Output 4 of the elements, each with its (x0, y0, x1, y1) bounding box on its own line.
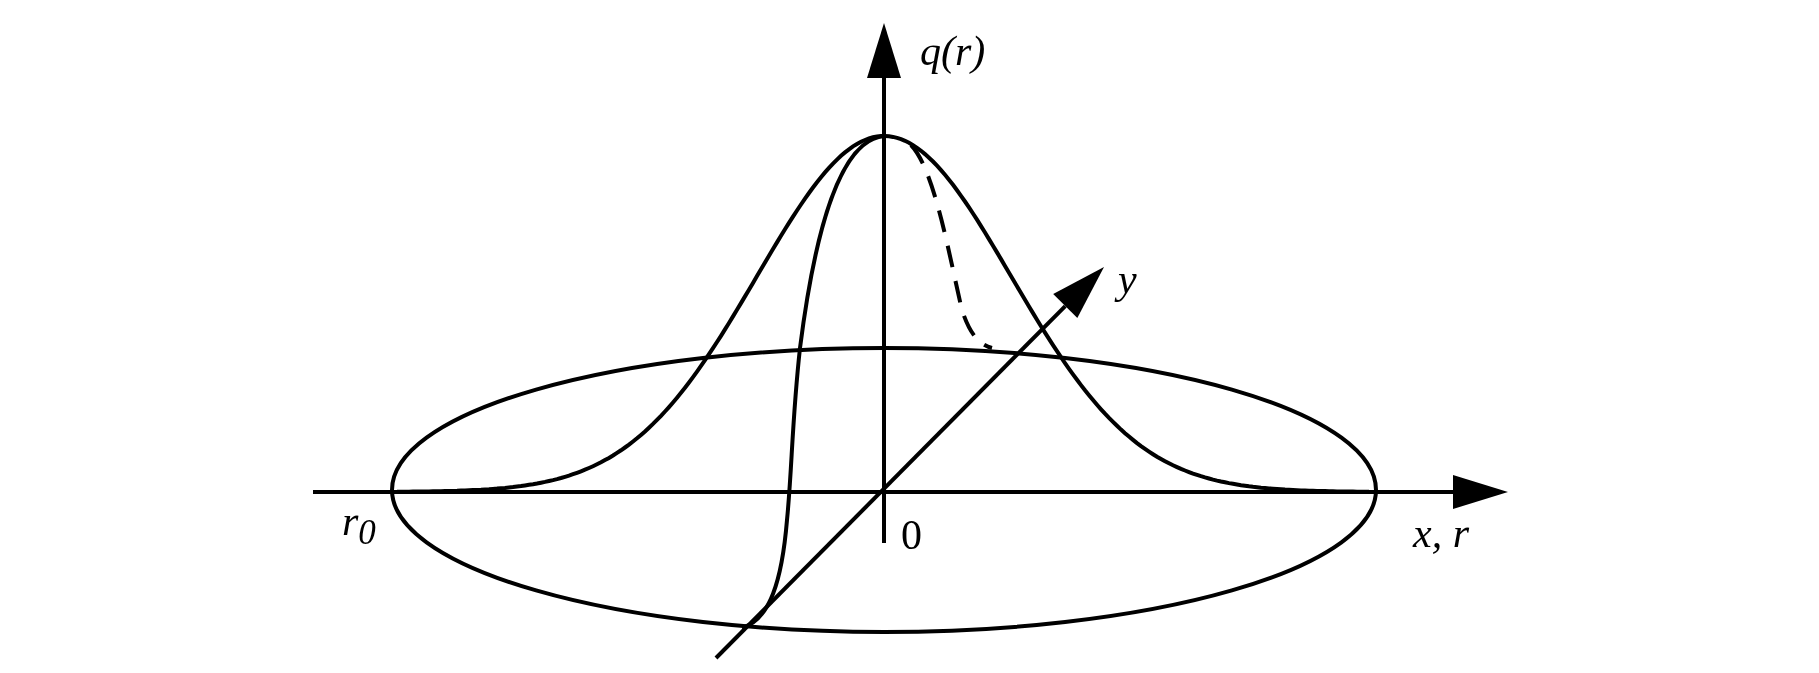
axis-label: r$_{0}$ (342, 500, 376, 551)
axis-label: 0 (901, 514, 922, 556)
axis-label: x, r (1413, 512, 1469, 554)
axis-label: q(r) (920, 30, 986, 72)
